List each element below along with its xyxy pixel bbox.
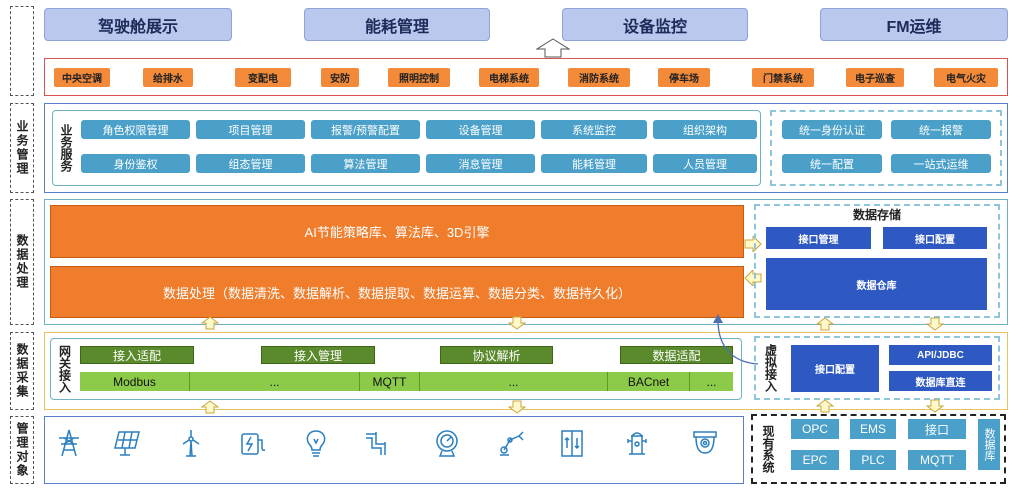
- subsystem-chip[interactable]: 给排水: [143, 68, 193, 87]
- data-processing-bar[interactable]: 数据处理（数据清洗、数据解析、数据提取、数据运算、数据分类、数据持久化）: [50, 266, 744, 318]
- label-processing: 数据处理: [10, 199, 34, 325]
- unified-chip[interactable]: 一站式运维: [891, 154, 991, 173]
- protocol-cell[interactable]: BACnet: [608, 372, 690, 391]
- service-chip[interactable]: 能耗管理: [541, 154, 647, 173]
- virtual-iface-cfg[interactable]: 接口配置: [791, 345, 879, 392]
- db-direct[interactable]: 数据库直连: [889, 371, 992, 391]
- up-arrow-icon: [201, 400, 219, 414]
- up-arrow-icon: [816, 399, 834, 413]
- service-chip[interactable]: 人员管理: [653, 154, 757, 173]
- protocol-cell[interactable]: ...: [706, 374, 717, 389]
- subsystem-chip[interactable]: 变配电: [235, 68, 291, 87]
- existing-chip[interactable]: EPC: [791, 450, 839, 470]
- gateway-chip-protocol[interactable]: 协议解析: [440, 346, 553, 364]
- service-chip[interactable]: 身份鉴权: [81, 154, 190, 173]
- service-chip[interactable]: 系统监控: [541, 120, 647, 139]
- storage-iface-cfg[interactable]: 接口配置: [883, 227, 987, 249]
- protocol-cell[interactable]: ...: [190, 372, 360, 391]
- service-chip[interactable]: 组织架构: [653, 120, 757, 139]
- solar-panel-icon: [114, 431, 140, 456]
- wind-turbine-icon: [182, 430, 200, 457]
- ai-engine-bar[interactable]: AI节能策略库、算法库、3D引擎: [50, 205, 744, 258]
- protocol-cell[interactable]: ...: [420, 372, 608, 391]
- label-collection: 数据采集: [10, 332, 34, 410]
- robot-arm-icon: [500, 431, 524, 456]
- storage-title: 数据存储: [852, 207, 901, 222]
- existing-db[interactable]: 数据库: [978, 419, 1000, 470]
- gauge-icon: [436, 430, 458, 457]
- service-chip[interactable]: 组态管理: [196, 154, 305, 173]
- protocol-cell[interactable]: MQTT: [360, 372, 420, 391]
- down-arrow-icon: [926, 399, 944, 413]
- virtual-frame: [754, 336, 1000, 400]
- up-arrow-icon: [201, 316, 219, 330]
- label-objects: 管理对象: [10, 416, 34, 484]
- subsystem-chip[interactable]: 中央空调: [54, 68, 110, 87]
- subsystem-chip[interactable]: 停车场: [658, 68, 710, 87]
- power-tower-icon: [59, 429, 79, 457]
- protocol-bar: Modbus ... MQTT ... BACnet ...: [80, 372, 733, 391]
- gateway-chip-mgmt[interactable]: 接入管理: [261, 346, 375, 364]
- business-services-frame: [52, 110, 761, 186]
- gateway-chip-adapter[interactable]: 接入适配: [80, 346, 194, 364]
- existing-chip[interactable]: 接口: [908, 419, 966, 439]
- subsystem-chip[interactable]: 门禁系统: [752, 68, 814, 87]
- service-chip[interactable]: 项目管理: [196, 120, 305, 139]
- up-arrow-icon: [816, 317, 834, 331]
- storage-iface-mgmt[interactable]: 接口管理: [766, 227, 871, 249]
- existing-chip[interactable]: PLC: [850, 450, 896, 470]
- pipe-icon: [366, 432, 386, 455]
- up-arrow-icon: [536, 38, 570, 58]
- fire-hydrant-icon: [627, 432, 647, 455]
- top-button-cockpit[interactable]: 驾驶舱展示: [44, 8, 232, 41]
- left-spacer-top: [10, 6, 34, 96]
- subsystem-chip[interactable]: 电梯系统: [479, 68, 539, 87]
- service-chip[interactable]: 消息管理: [426, 154, 535, 173]
- service-chip[interactable]: 报警/预警配置: [311, 120, 420, 139]
- service-chip[interactable]: 角色权限管理: [81, 120, 190, 139]
- unified-services-frame: [770, 110, 1002, 186]
- elevator-icon: [561, 430, 583, 457]
- business-services-label: 业务服务: [59, 124, 73, 172]
- unified-chip[interactable]: 统一身份认证: [782, 120, 882, 139]
- virtual-label: 虚拟接入: [763, 344, 778, 392]
- unified-chip[interactable]: 统一配置: [782, 154, 882, 173]
- down-arrow-icon: [508, 316, 526, 330]
- protocol-cell[interactable]: Modbus: [80, 372, 190, 391]
- gateway-frame: [50, 338, 742, 400]
- subsystem-chip[interactable]: 消防系统: [568, 68, 630, 87]
- unified-chip[interactable]: 统一报警: [891, 120, 991, 139]
- left-arrow-icon: [744, 270, 762, 286]
- existing-frame: [751, 414, 1006, 484]
- existing-label: 现有系统: [761, 425, 775, 473]
- down-arrow-icon: [508, 400, 526, 414]
- existing-chip[interactable]: EMS: [850, 419, 896, 439]
- top-button-monitoring[interactable]: 设备监控: [562, 8, 748, 41]
- light-bulb-icon: [306, 430, 326, 457]
- existing-chip[interactable]: OPC: [791, 419, 839, 439]
- objects-frame: [44, 416, 744, 484]
- existing-chip[interactable]: MQTT: [908, 450, 966, 470]
- camera-icon: [693, 431, 717, 454]
- subsystem-chip[interactable]: 电子巡查: [846, 68, 904, 87]
- ev-charger-icon: [241, 433, 266, 455]
- service-chip[interactable]: 算法管理: [311, 154, 420, 173]
- right-arrow-icon: [744, 236, 762, 252]
- gateway-label: 网关接入: [57, 345, 72, 393]
- top-button-fm[interactable]: FM运维: [820, 8, 1008, 41]
- storage-frame: [754, 204, 1000, 318]
- subsystem-chip[interactable]: 电气火灾: [934, 68, 998, 87]
- curved-arrow-icon: [713, 314, 759, 365]
- data-warehouse[interactable]: 数据仓库: [766, 258, 987, 310]
- subsystem-chip[interactable]: 照明控制: [388, 68, 450, 87]
- down-arrow-icon: [926, 317, 944, 331]
- service-chip[interactable]: 设备管理: [426, 120, 535, 139]
- subsystem-chip[interactable]: 安防: [321, 68, 359, 87]
- label-business: 业务管理: [10, 103, 34, 193]
- api-jdbc[interactable]: API/JDBC: [889, 345, 992, 365]
- business-frame: [44, 103, 1008, 193]
- top-button-energy[interactable]: 能耗管理: [304, 8, 490, 41]
